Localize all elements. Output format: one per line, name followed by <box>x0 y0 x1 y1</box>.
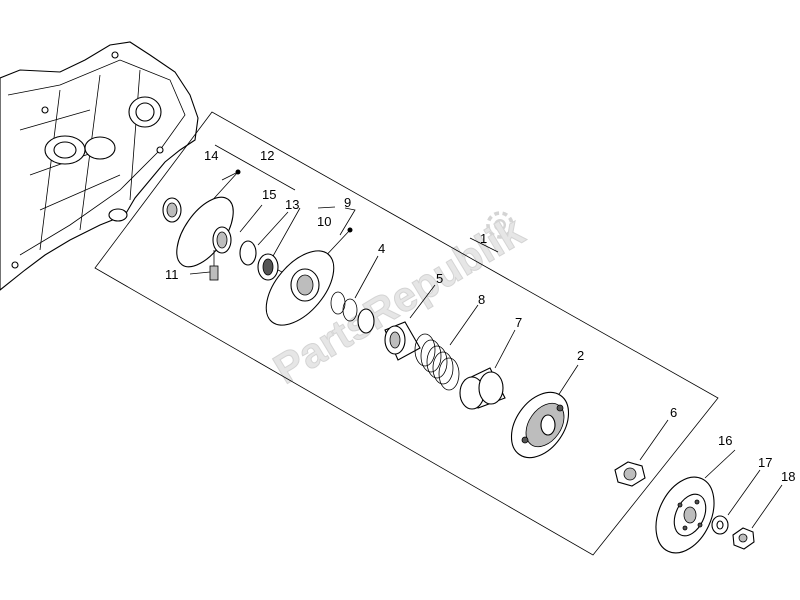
part-4-o-rings <box>330 255 379 334</box>
part-16-clutch-bell <box>655 449 736 554</box>
callout-4: 4 <box>378 241 385 256</box>
callout-15: 15 <box>262 187 276 202</box>
part-15-bushing <box>212 204 263 254</box>
callout-17: 17 <box>758 455 772 470</box>
part-5-sleeve <box>384 284 436 361</box>
callout-7: 7 <box>515 315 522 330</box>
callout-12: 12 <box>260 148 274 163</box>
callout-2: 2 <box>577 348 584 363</box>
part-7-cup <box>459 329 516 410</box>
callout-13: 13 <box>285 197 299 212</box>
part-8-spring <box>414 304 479 391</box>
crankcase-housing <box>0 41 199 291</box>
callout-18: 18 <box>781 469 795 484</box>
part-2-clutch <box>510 364 579 459</box>
part-18-nut <box>732 484 783 550</box>
part-17-washer <box>711 469 761 535</box>
callout-14: 14 <box>204 148 218 163</box>
part-10-movable-pulley <box>265 227 353 326</box>
callout-16: 16 <box>718 433 732 448</box>
callout-6: 6 <box>670 405 677 420</box>
leader-1 <box>469 237 499 253</box>
part-6-nut <box>614 419 669 487</box>
callout-5: 5 <box>436 271 443 286</box>
callout-9: 9 <box>344 195 351 210</box>
callout-10: 10 <box>317 214 331 229</box>
gear-icon <box>486 211 514 239</box>
part-14-fixed-half-pulley <box>162 169 241 268</box>
callout-8: 8 <box>478 292 485 307</box>
callout-1: 1 <box>480 231 487 246</box>
callout-11: 11 <box>165 267 179 282</box>
part-13-ring <box>239 211 289 281</box>
part-11-pin <box>189 250 219 281</box>
callout-labels: 1 2 4 5 6 7 8 9 10 11 12 13 14 15 16 17 … <box>165 148 795 484</box>
